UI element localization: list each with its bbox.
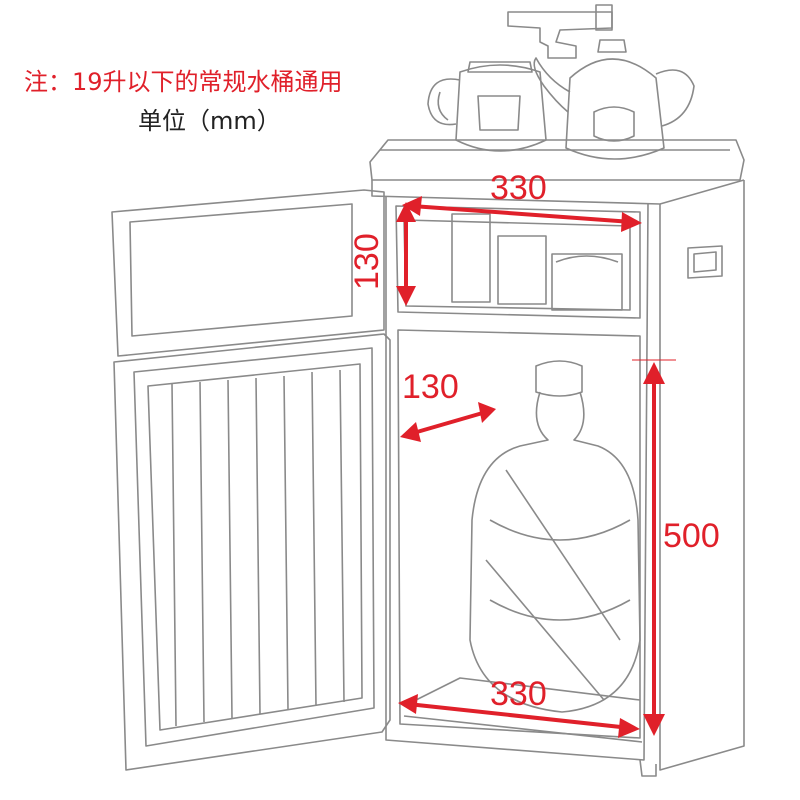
arrow-bottom-depth (400, 402, 496, 442)
arrow-top-height (396, 202, 416, 306)
dimension-top-height: 130 (348, 233, 386, 290)
dimension-bottom-width: 330 (490, 675, 547, 713)
arrow-bottom-width (398, 694, 640, 738)
arrow-top-width (402, 196, 642, 232)
unit-label: 单位（mm） (138, 107, 281, 135)
compatibility-note: 注：19升以下的常规水桶通用 (24, 68, 343, 96)
dimension-arrows (396, 196, 676, 738)
kettle-set-illustration (369, 4, 745, 181)
arrow-bottom-height (632, 359, 676, 736)
dimension-bottom-depth: 130 (402, 368, 459, 406)
dimension-top-width: 330 (490, 169, 547, 207)
cabinet-body-illustration (371, 179, 745, 777)
dimension-bottom-height: 500 (663, 517, 720, 555)
cabinet-doors-illustration (111, 189, 391, 771)
